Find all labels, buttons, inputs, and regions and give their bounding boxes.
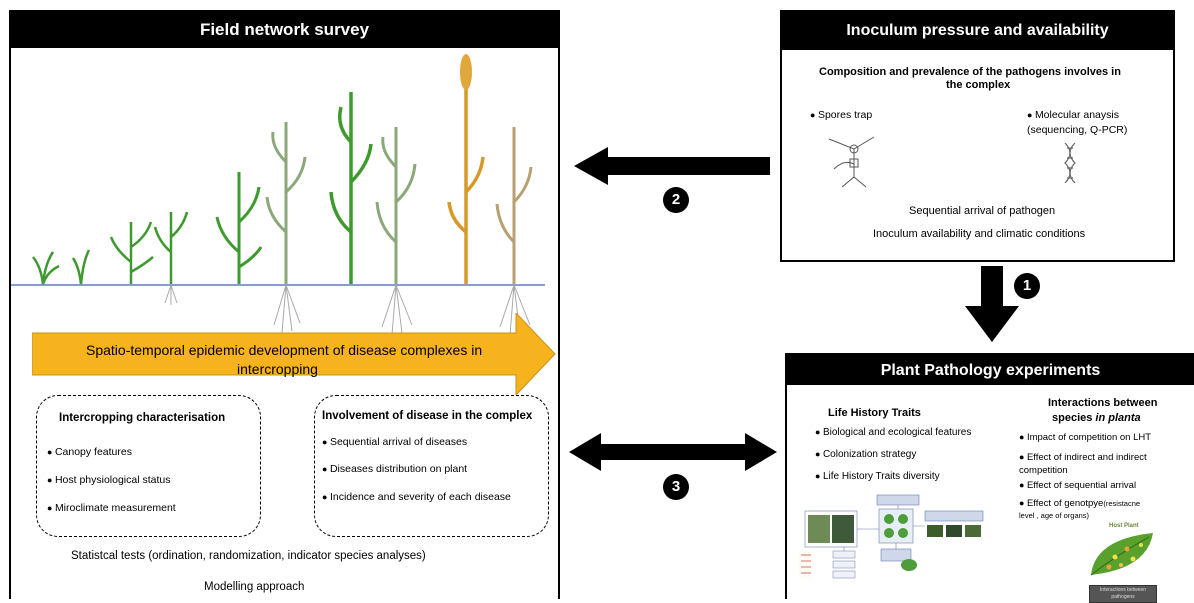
- plant-pathology-panel: Plant Pathology experiments Life History…: [785, 353, 1194, 603]
- inoculum-title: Inoculum pressure and availability: [782, 12, 1173, 50]
- interaction-item-4-main: Effect of genotpye: [1019, 498, 1103, 509]
- spore-trap-icon: [828, 136, 875, 188]
- left-item-1: Canopy features: [47, 446, 132, 458]
- host-plant-label: Host Plant: [1109, 523, 1139, 529]
- interaction-item-4-small2: level , age of organs): [1019, 511, 1090, 520]
- step-badge-3: 3: [663, 474, 689, 500]
- lht-flowchart-figure: [799, 494, 984, 579]
- interactions-title-in-planta: in planta: [1095, 412, 1141, 424]
- plant-pathology-title: Plant Pathology experiments: [787, 355, 1194, 385]
- sequential-arrival-text: Sequential arrival of pathogen: [909, 205, 1056, 217]
- interactions-title-line1: Interactions between: [1048, 397, 1158, 409]
- right-item-3: Incidence and severity of each disease: [322, 491, 511, 503]
- interaction-item-2-cont: competition: [1019, 465, 1068, 476]
- lht-title: Life History Traits: [828, 407, 921, 419]
- inoculum-panel: Inoculum pressure and availability Compo…: [780, 10, 1175, 262]
- step-badge-2: 2: [663, 187, 689, 213]
- dna-helix-icon: [1064, 143, 1076, 183]
- lht-item-3: Life History Traits diversity: [815, 471, 940, 482]
- arrow-field-pathology-bidirectional: [569, 433, 777, 471]
- lht-item-2: Colonization strategy: [815, 449, 916, 460]
- molecular-label-line2: (sequencing, Q-PCR): [1027, 124, 1128, 136]
- interactions-caption-text: Interactions between pathogens: [1099, 587, 1147, 600]
- disease-involvement-title: Involvement of disease in the complex: [322, 410, 533, 422]
- composition-heading-line2: the complex: [946, 79, 1011, 91]
- molecular-label-line1: Molecular anaysis: [1027, 109, 1119, 121]
- left-item-3: Miroclimate measurement: [47, 502, 176, 514]
- right-item-1: Sequential arrival of diseases: [322, 436, 467, 448]
- field-network-survey-panel: Field network survey: [9, 10, 560, 599]
- arrow-text-line2: intercropping: [237, 361, 318, 377]
- interaction-item-4: Effect of genotpye(resistacne: [1019, 498, 1140, 509]
- modelling-approach-text: Modelling approach: [204, 581, 305, 593]
- interaction-item-3: Effect of sequential arrival: [1019, 480, 1136, 491]
- interactions-title-line2: species in planta: [1052, 412, 1141, 424]
- arrow-inoculum-to-field: [574, 147, 770, 185]
- inoculum-availability-text: Inoculum availability and climatic condi…: [873, 228, 1086, 240]
- arrow-text-line1: Spatio-temporal epidemic development of …: [86, 342, 483, 358]
- interactions-title-species: species: [1052, 412, 1096, 424]
- statistical-tests-text: Statistcal tests (ordination, randomizat…: [71, 550, 426, 562]
- composition-heading-line1: Composition and prevalence of the pathog…: [819, 66, 1121, 78]
- interaction-item-4-small: (resistacne: [1103, 499, 1141, 508]
- interactions-caption-box: Interactions between pathogens: [1089, 585, 1157, 603]
- crop-growth-stages-illustration: [11, 54, 545, 336]
- lht-item-1: Biological and ecological features: [815, 427, 971, 438]
- field-survey-title: Field network survey: [11, 12, 558, 48]
- left-item-2: Host physiological status: [47, 474, 171, 486]
- right-item-2: Diseases distribution on plant: [322, 463, 467, 475]
- host-plant-leaf-icon: [1090, 533, 1153, 576]
- interaction-item-2: Effect of indirect and indirect: [1019, 452, 1147, 463]
- spores-trap-label: Spores trap: [810, 109, 872, 121]
- disease-involvement-box: Involvement of disease in the complex Se…: [314, 395, 549, 537]
- intercropping-title: Intercropping characterisation: [59, 412, 226, 424]
- interaction-item-1: Impact of competition on LHT: [1019, 432, 1151, 443]
- intercropping-characterisation-box: Intercropping characterisation Canopy fe…: [36, 395, 261, 537]
- arrow-inoculum-to-pathology: [965, 266, 1019, 342]
- spatio-temporal-arrow: [32, 313, 556, 395]
- step-badge-1: 1: [1014, 273, 1040, 299]
